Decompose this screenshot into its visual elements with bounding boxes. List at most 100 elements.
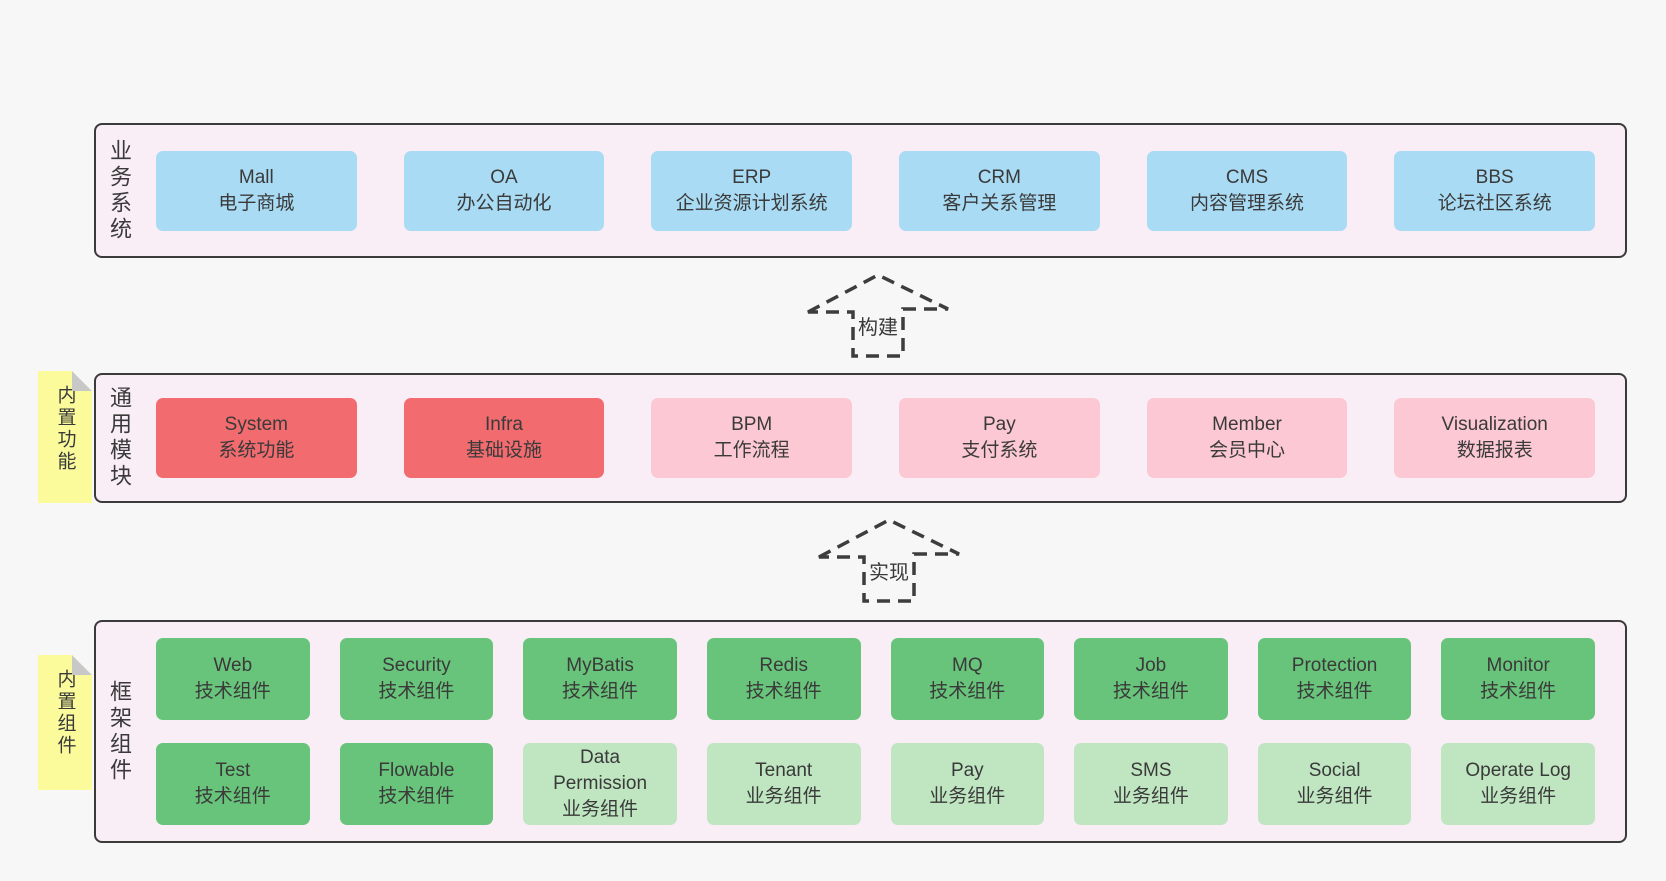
box-web: Web 技术组件 [156, 638, 310, 720]
arrow-build-label: 构建 [855, 310, 901, 341]
box-subtitle: 技术组件 [929, 681, 1006, 702]
sticky-built-in-features-label: 内置功能 [54, 385, 76, 473]
box-title: Protection [1291, 655, 1378, 676]
box-tenant: Tenant 业务组件 [706, 743, 861, 825]
box-subtitle: 电子商城 [218, 192, 295, 214]
common-modules-row: System 系统功能 Infra 基础设施 BPM 工作流程 Pay 支付系统… [156, 398, 1596, 478]
box-title: CRM [977, 166, 1021, 188]
box-subtitle: 会员中心 [1209, 440, 1286, 461]
box-sms: SMS 业务组件 [1074, 743, 1228, 825]
section-business-systems-label: 业务系统 [107, 138, 132, 243]
box-subtitle: 业务组件 [1296, 786, 1373, 807]
box-member: Member 会员中心 [1146, 398, 1348, 478]
section-framework-components: 框架组件 Web 技术组件 Security 技术组件 MyBatis 技术组件… [94, 620, 1627, 843]
box-title: BBS [1475, 166, 1514, 188]
box-subtitle: 办公自动化 [456, 192, 552, 214]
box-protection: Protection 技术组件 [1257, 638, 1412, 720]
box-bpm: BPM 工作流程 [651, 398, 853, 478]
section-common-modules-rows: System 系统功能 Infra 基础设施 BPM 工作流程 Pay 支付系统… [130, 375, 1625, 501]
box-flowable: Flowable 技术组件 [339, 743, 494, 825]
box-subtitle: 工作流程 [713, 440, 790, 461]
box-subtitle: 技术组件 [378, 786, 455, 807]
box-title: Security [382, 655, 451, 676]
section-framework-components-label: 框架组件 [107, 679, 132, 784]
box-title: Infra [484, 414, 524, 435]
box-subtitle: 数据报表 [1456, 440, 1533, 461]
section-business-systems: 业务系统 Mall 电子商城 OA 办公自动化 ERP 企业资源计划系统 CRM… [94, 123, 1627, 258]
box-mq: MQ 技术组件 [890, 638, 1045, 720]
sticky-built-in-components-label: 内置组件 [54, 669, 76, 757]
box-title: Member [1212, 414, 1282, 435]
box-title: ERP [732, 166, 772, 188]
box-subtitle: 业务组件 [929, 786, 1006, 807]
box-title: Visualization [1441, 414, 1548, 435]
box-operate-log: Operate Log 业务组件 [1441, 743, 1595, 825]
box-title: Tenant [755, 760, 813, 781]
box-cms: CMS 内容管理系统 [1146, 150, 1348, 231]
section-common-modules: 通用模块 System 系统功能 Infra 基础设施 BPM 工作流程 Pay… [94, 373, 1627, 503]
box-subtitle: 论坛社区系统 [1437, 192, 1552, 214]
box-title: Web [213, 655, 253, 676]
box-mybatis: MyBatis 技术组件 [523, 638, 677, 720]
sticky-built-in-components: 内置组件 [38, 655, 92, 790]
box-subtitle: 技术组件 [562, 681, 639, 702]
arrow-up-icon [818, 518, 960, 603]
box-crm: CRM 客户关系管理 [899, 150, 1100, 231]
box-title: Test [215, 760, 251, 781]
box-security: Security 技术组件 [339, 638, 494, 720]
box-title: CMS [1225, 166, 1269, 188]
box-subtitle: 内容管理系统 [1190, 192, 1305, 214]
box-social: Social 业务组件 [1257, 743, 1412, 825]
framework-components-row-2: Test 技术组件 Flowable 技术组件 Data Permission … [156, 743, 1595, 825]
sticky-built-in-features: 内置功能 [38, 371, 92, 503]
box-title: Social [1308, 760, 1361, 781]
box-monitor: Monitor 技术组件 [1441, 638, 1595, 720]
box-subtitle: 技术组件 [378, 681, 455, 702]
box-subtitle: 技术组件 [1112, 681, 1189, 702]
box-title: MQ [952, 655, 983, 676]
box-title: Operate Log [1465, 760, 1571, 781]
section-business-systems-rows: Mall 电子商城 OA 办公自动化 ERP 企业资源计划系统 CRM 客户关系… [130, 125, 1625, 256]
box-title: Data Permission [553, 747, 648, 794]
box-subtitle: 技术组件 [745, 681, 822, 702]
arrow-implement: 实现 [818, 517, 960, 603]
box-subtitle: 业务组件 [1112, 786, 1189, 807]
box-subtitle: 技术组件 [1480, 681, 1557, 702]
box-subtitle: 业务组件 [1480, 786, 1557, 807]
box-subtitle: 业务组件 [745, 786, 822, 807]
box-job: Job 技术组件 [1074, 638, 1228, 720]
box-title: Pay [982, 414, 1016, 435]
arrow-implement-label: 实现 [866, 555, 912, 586]
box-title: Job [1135, 655, 1167, 676]
box-subtitle: 技术组件 [1296, 681, 1373, 702]
box-pay: Pay 支付系统 [899, 398, 1100, 478]
box-title: Flowable [378, 760, 455, 781]
box-infra: Infra 基础设施 [403, 398, 605, 478]
box-title: OA [490, 166, 518, 188]
box-title: MyBatis [566, 655, 634, 676]
arrow-up-icon [807, 273, 949, 358]
box-title: Redis [759, 655, 808, 676]
box-system: System 系统功能 [156, 398, 357, 478]
box-oa: OA 办公自动化 [403, 150, 605, 231]
box-mall: Mall 电子商城 [156, 150, 357, 231]
box-title: Mall [238, 166, 274, 188]
box-title: Monitor [1486, 655, 1550, 676]
box-erp: ERP 企业资源计划系统 [651, 150, 853, 231]
box-subtitle: 系统功能 [218, 440, 295, 461]
box-title: SMS [1130, 760, 1172, 781]
box-subtitle: 企业资源计划系统 [675, 192, 828, 214]
box-subtitle: 客户关系管理 [942, 192, 1057, 214]
box-subtitle: 基础设施 [466, 440, 543, 461]
box-redis: Redis 技术组件 [706, 638, 861, 720]
box-title: BPM [731, 414, 773, 435]
box-test: Test 技术组件 [156, 743, 310, 825]
box-data-permission: Data Permission 业务组件 [523, 743, 677, 825]
box-visualization: Visualization 数据报表 [1394, 398, 1596, 478]
arrow-build: 构建 [807, 272, 949, 358]
box-bbs: BBS 论坛社区系统 [1394, 150, 1596, 231]
box-pay-biz: Pay 业务组件 [890, 743, 1045, 825]
box-title: Pay [950, 760, 984, 781]
framework-components-row-1: Web 技术组件 Security 技术组件 MyBatis 技术组件 Redi… [156, 638, 1595, 720]
box-subtitle: 技术组件 [194, 681, 271, 702]
